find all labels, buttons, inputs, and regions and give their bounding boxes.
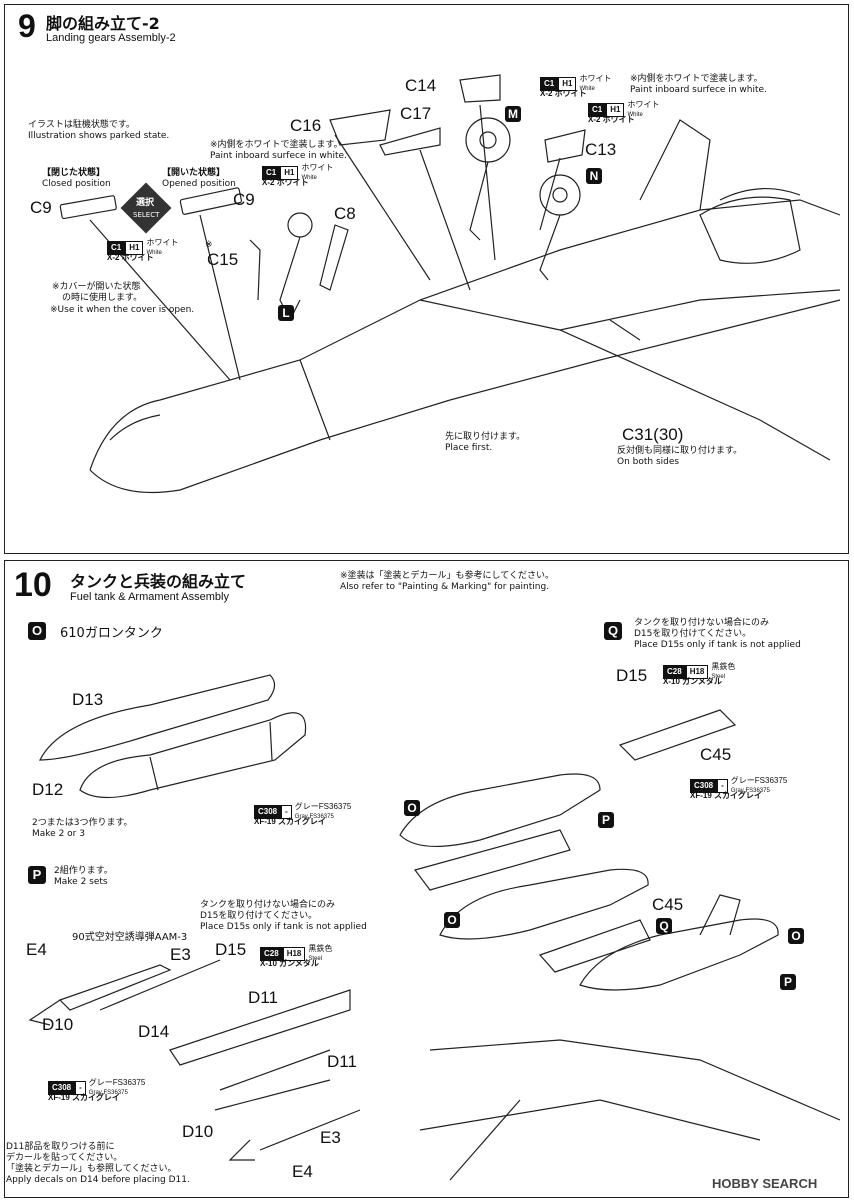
step9-panel <box>4 4 849 554</box>
part-label-e4-a: E4 <box>26 940 47 959</box>
notank-note-jp1: タンクを取り付けない場合にのみ <box>200 900 336 910</box>
marker-n: N <box>586 168 602 184</box>
part-label-c17: C17 <box>400 104 432 123</box>
opened-label-jp: 【開いた状態】 <box>162 168 226 178</box>
opened-label-en: Opened position <box>162 179 236 189</box>
inboard-note2-jp: ※内側をホワイトで塗装します。 <box>630 74 763 84</box>
cover-note-mark: ※ <box>205 240 213 250</box>
step10-number: 10 <box>14 566 52 604</box>
step9-number: 9 <box>18 8 36 44</box>
cover-note-jp1: ※カバーが開いた状態 <box>52 282 141 292</box>
part-label-d14: D14 <box>138 1022 170 1041</box>
place-first-en: Place first. <box>445 443 493 453</box>
step9-title: 脚の組み立て-2 <box>46 14 160 33</box>
part-label-c13: C13 <box>585 140 617 159</box>
marker-p-1: P <box>598 812 614 828</box>
inboard-note2-en: Paint inboard surfece in white. <box>630 85 767 95</box>
notank-q-jp2: D15を取り付けてください。 <box>634 629 752 639</box>
part-label-e3-a: E3 <box>170 945 191 964</box>
cover-note-jp2: の時に使用します。 <box>62 293 143 303</box>
notank-note-en: Place D15s only if tank is not applied <box>200 922 367 932</box>
make-2-sets-jp: 2組作ります。 <box>54 866 113 876</box>
part-label-d10-a: D10 <box>42 1015 74 1034</box>
section-o-badge: O <box>28 622 46 640</box>
marker-m: M <box>505 106 521 122</box>
make-2-or-3-jp: 2つまたは3つ作ります。 <box>32 818 133 828</box>
decal-note-en: Apply decals on D14 before placing D11. <box>6 1175 190 1185</box>
part-label-c15: C15 <box>207 250 239 269</box>
notank-q-en: Place D15s only if tank is not applied <box>634 640 801 650</box>
part-label-c31: C31(30) <box>622 425 684 444</box>
section-p-badge: P <box>28 866 46 884</box>
cover-note-en: ※Use it when the cover is open. <box>50 305 195 315</box>
step10-note-en: Also refer to "Painting & Marking" for p… <box>340 582 550 592</box>
part-label-c9-closed: C9 <box>30 198 52 217</box>
part-label-d10-b: D10 <box>182 1122 214 1141</box>
parked-note-en: Illustration shows parked state. <box>28 131 170 141</box>
make-2-or-3-en: Make 2 or 3 <box>32 829 85 839</box>
marker-l: L <box>278 305 294 321</box>
step10-panel <box>4 560 849 1198</box>
part-label-c8: C8 <box>334 204 356 223</box>
notank-q-jp1: タンクを取り付けない場合にのみ <box>634 618 770 628</box>
part-label-d12: D12 <box>32 780 64 799</box>
select-label-jp: 選択 <box>136 198 155 208</box>
marker-p-2: P <box>780 974 796 990</box>
part-label-c9-opened: C9 <box>233 190 255 209</box>
decal-note-jp3: 「塗装とデカール」も参照してください。 <box>6 1164 177 1174</box>
step10-note-jp: ※塗装は「塗装とデカール」も参考にしてください。 <box>340 571 555 581</box>
part-label-c45-a: C45 <box>700 745 732 764</box>
marker-o-3: O <box>788 928 804 944</box>
inboard-note-jp: ※内側をホワイトで塗装します。 <box>210 140 343 150</box>
both-sides-jp: 反対側も同様に取り付けます。 <box>617 446 743 456</box>
section-o-label: 610ガロンタンク <box>60 626 163 641</box>
parked-note-jp: イラストは駐機状態です。 <box>28 120 135 130</box>
both-sides-en: On both sides <box>617 457 680 467</box>
inboard-note-en: Paint inboard surfece in white. <box>210 151 347 161</box>
part-label-c45-b: C45 <box>652 895 684 914</box>
closed-label-jp: 【閉じた状態】 <box>42 168 106 178</box>
step10-title: タンクと兵装の組み立て <box>70 572 247 591</box>
part-label-d15-a: D15 <box>215 940 247 959</box>
part-label-e3-b: E3 <box>320 1128 341 1147</box>
part-label-d11-b: D11 <box>327 1052 357 1071</box>
part-label-c14: C14 <box>405 76 437 95</box>
select-label-en: SELECT <box>133 211 160 219</box>
decal-note-jp1: D11部品を取りつける前に <box>6 1142 115 1152</box>
notank-note-jp2: D15を取り付けてください。 <box>200 911 318 921</box>
part-label-d15-b: D15 <box>616 666 648 685</box>
aam3-label: 90式空対空誘導弾AAM-3 <box>72 932 188 943</box>
closed-label-en: Closed position <box>42 179 111 189</box>
marker-q-1: Q <box>656 918 672 934</box>
section-q-badge: Q <box>604 622 622 640</box>
place-first-jp: 先に取り付けます。 <box>445 432 526 442</box>
decal-note-jp2: デカールを貼ってください。 <box>6 1153 123 1163</box>
part-label-d11-a: D11 <box>248 988 278 1007</box>
step9-subtitle: Landing gears Assembly-2 <box>46 32 176 44</box>
marker-o-2: O <box>444 912 460 928</box>
marker-o-1: O <box>404 800 420 816</box>
step10-subtitle: Fuel tank & Armament Assembly <box>70 591 229 603</box>
make-2-sets-en: Make 2 sets <box>54 877 108 887</box>
part-label-c16: C16 <box>290 116 322 135</box>
part-label-e4-b: E4 <box>292 1162 313 1181</box>
watermark: HOBBY SEARCH <box>712 1176 818 1191</box>
part-label-d13: D13 <box>72 690 104 709</box>
